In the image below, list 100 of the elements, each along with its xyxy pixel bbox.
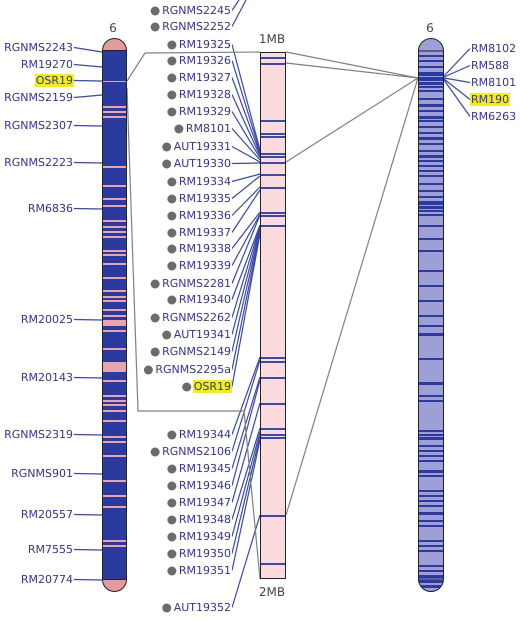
leader-line [74, 376, 102, 379]
leader-line [231, 111, 261, 158]
marker-label: RM19344 [178, 428, 232, 441]
marker-label: RM19347 [178, 496, 232, 509]
marker-label: RM19327 [178, 71, 232, 84]
marker-label: AUT19352 [172, 601, 232, 614]
leader-line [232, 176, 260, 199]
marker-label: RM6263 [470, 110, 518, 123]
region-bar [260, 52, 286, 579]
marker-label: RM19349 [178, 530, 232, 543]
marker-label: AUT19331 [172, 140, 232, 153]
leader-line [444, 77, 470, 84]
leader-line [74, 162, 102, 164]
marker-label: RM8101 [470, 76, 518, 89]
leader-line [232, 190, 260, 233]
leader-line [444, 80, 470, 117]
marker-label: RGNMS2295a [154, 363, 232, 376]
leader-line [232, 212, 260, 249]
marker-label: RGNMS2223 [3, 156, 74, 169]
marker-label: RGNMS2319 [3, 428, 74, 441]
leader-line [231, 60, 261, 152]
marker-label: RM19335 [178, 192, 232, 205]
leader-line [231, 440, 261, 571]
leader-line [231, 214, 261, 266]
leader-line [74, 472, 102, 475]
chromosome-number: 6 [109, 21, 117, 35]
leader-line [231, 432, 261, 537]
leader-line [231, 77, 261, 154]
leader-line [444, 64, 470, 78]
marker-label: RM19348 [178, 513, 232, 526]
marker-label: RM8101 [184, 122, 232, 135]
connector-line [126, 51, 260, 82]
marker-label: RM6836 [26, 202, 74, 215]
marker-label: RGNMS2252 [161, 20, 232, 33]
marker-label: RM19326 [178, 54, 232, 67]
leader-line [74, 548, 102, 551]
marker-label: RGNMS2159 [3, 91, 74, 104]
marker-label: RM19329 [178, 105, 232, 118]
marker-label: RGNMS2106 [161, 445, 232, 458]
marker-label: RGNMS2281 [161, 277, 232, 290]
marker-label: RM19338 [178, 242, 232, 255]
connector-line [286, 62, 418, 79]
leader-line [231, 356, 261, 435]
leader-line [232, 173, 260, 182]
leader-line [444, 48, 470, 76]
marker-label: RGNMS2307 [3, 119, 74, 132]
marker-label: RM190 [470, 93, 510, 106]
leader-line [74, 80, 102, 82]
marker-label: RM20025 [20, 313, 74, 326]
marker-label: RM19345 [178, 462, 232, 475]
chromosome-bar [418, 38, 444, 592]
connector-line [285, 78, 419, 516]
marker-label: OSR19 [34, 74, 74, 87]
marker-label: RM19270 [20, 58, 74, 71]
marker-label: RGNMS2245 [161, 4, 232, 17]
marker-label: RGNMS901 [10, 467, 74, 480]
marker-label: RM19337 [178, 226, 232, 239]
leader-line [231, 376, 261, 469]
marker-label: RM19346 [178, 479, 232, 492]
leader-line [444, 78, 470, 100]
leader-line [74, 94, 102, 98]
leader-line [74, 64, 102, 68]
marker-label: RGNMS2262 [161, 311, 232, 324]
leader-line [232, 162, 260, 164]
marker-label: RM588 [470, 59, 510, 72]
leader-line [231, 514, 261, 608]
marker-label: RM19350 [178, 547, 232, 560]
marker-label: RM20143 [20, 371, 74, 384]
leader-line [231, 44, 261, 150]
leader-line [74, 514, 102, 516]
leader-line [74, 434, 102, 436]
marker-label: RM19351 [178, 564, 232, 577]
leader-line [231, 228, 261, 335]
leader-line [231, 360, 261, 452]
marker-label: RM20774 [20, 573, 74, 586]
marker-label: RM19336 [178, 209, 232, 222]
leader-line [232, 186, 260, 216]
leader-line [231, 226, 261, 318]
leader-line [74, 318, 102, 321]
marker-label: RM19339 [178, 259, 232, 272]
chromosome-bar [102, 38, 127, 592]
connector-line [286, 78, 418, 162]
marker-label: RM20557 [20, 508, 74, 521]
marker-label: RM19340 [178, 293, 232, 306]
marker-label: RM19328 [178, 88, 232, 101]
marker-label: RM7555 [26, 543, 74, 556]
leader-line [74, 124, 102, 127]
marker-label: RM19325 [178, 38, 232, 51]
leader-line [231, 214, 261, 284]
leader-line [74, 208, 102, 210]
marker-label: RGNMS2149 [161, 345, 232, 358]
marker-label: AUT19330 [172, 157, 232, 170]
leader-line [232, 146, 260, 163]
connector-line [286, 51, 418, 79]
leader-line [231, 402, 261, 503]
leader-line [232, 0, 240, 11]
leader-line [74, 578, 102, 581]
leader-line [231, 224, 261, 300]
marker-label: RM19334 [178, 175, 232, 188]
leader-line [74, 46, 102, 53]
